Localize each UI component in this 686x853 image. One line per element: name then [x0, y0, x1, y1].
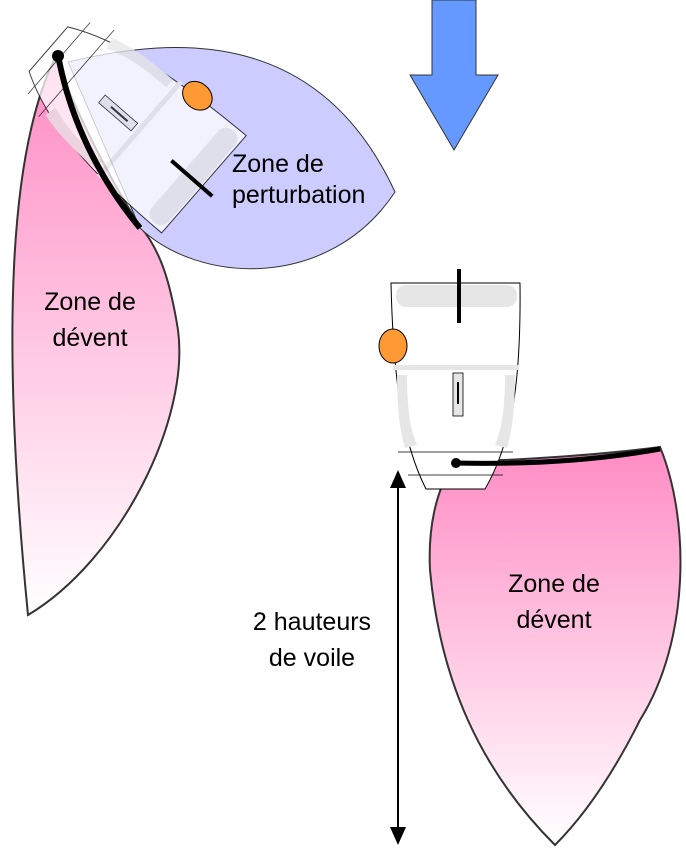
sail-left — [55, 54, 143, 230]
wind-arrow-icon — [409, 0, 499, 151]
label-perturbation-1: Zone de — [232, 150, 324, 178]
label-devent-left-2: dévent — [52, 324, 127, 352]
boat-right — [378, 269, 522, 490]
label-perturbation-2: perturbation — [232, 181, 365, 209]
lee-zone-left — [11, 55, 181, 617]
mast-icon — [170, 159, 214, 198]
distance-arrow — [390, 470, 406, 845]
helmsman-icon — [378, 328, 408, 364]
label-devent-right-1: Zone de — [508, 570, 600, 598]
label-distance-1: 2 hauteurs — [253, 608, 371, 636]
label-devent-right-2: dévent — [516, 606, 591, 634]
lee-zone-right — [428, 445, 682, 847]
label-distance-2: de voile — [269, 644, 355, 672]
helmsman-icon — [182, 80, 213, 111]
label-devent-left-1: Zone de — [44, 288, 136, 316]
sail-right — [454, 446, 661, 466]
boat-left — [5, 0, 248, 235]
